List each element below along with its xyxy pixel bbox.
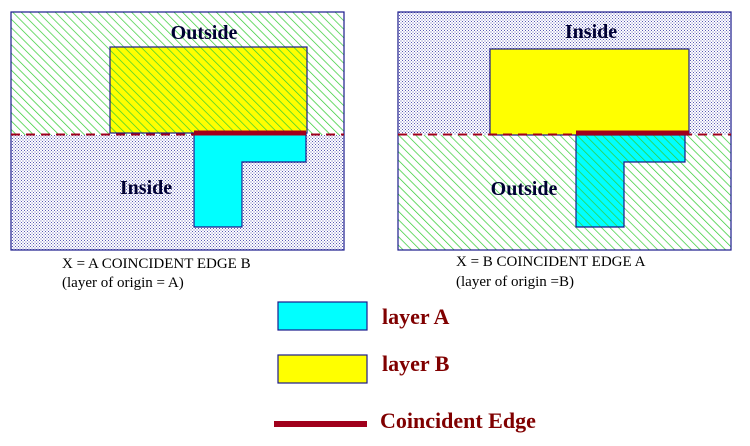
left-inside-label: Inside [120,177,172,199]
right-outside-label: Outside [491,178,558,200]
legend-layer-b-swatch [277,354,368,384]
right-panel-frame [397,11,732,251]
left-panel: Outside Inside X = A COINCIDENT EDGE B (… [10,11,345,291]
right-inside-label: Inside [565,21,617,43]
legend-layer-a-swatch [277,301,368,331]
right-panel: Inside Outside X = B COINCIDENT EDGE A (… [397,11,732,290]
left-panel-frame [10,11,345,251]
legend: layer A layer B Coincident Edge [274,301,536,433]
legend-layer-a-label: layer A [382,304,450,329]
right-layer-b-shape [489,48,690,136]
left-layer-b-shape [109,46,308,134]
right-caption-line1: X = B COINCIDENT EDGE A [456,254,646,270]
left-caption-line2: (layer of origin = A) [62,275,184,291]
left-outside-label: Outside [171,22,238,44]
legend-layer-b-label: layer B [382,351,450,376]
left-caption-line1: X = A COINCIDENT EDGE B [62,256,251,272]
right-caption-line2: (layer of origin =B) [456,274,574,290]
legend-coincident-edge-label: Coincident Edge [380,408,536,433]
